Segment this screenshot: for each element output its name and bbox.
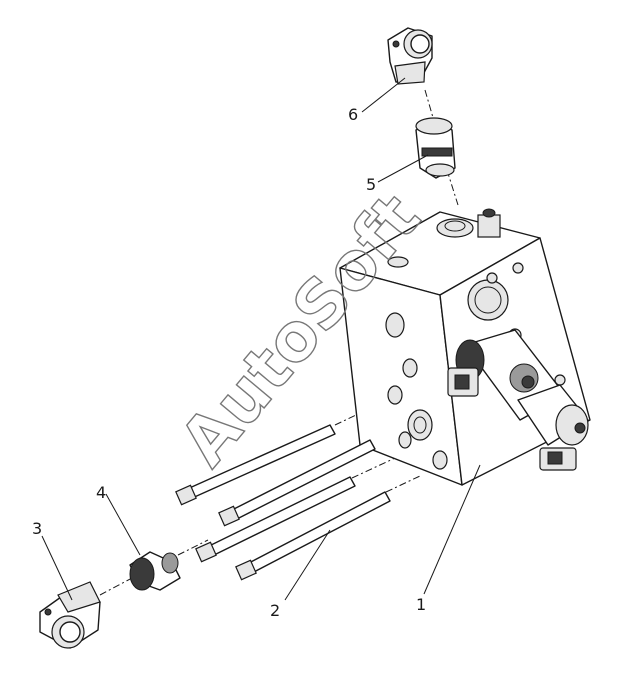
callout-1: 1 [416,595,426,614]
long-bolts [175,424,391,581]
callout-4: 4 [96,483,106,502]
valve-block [339,208,591,486]
bolt-2 [218,439,376,527]
bolt-3 [195,476,356,563]
callout-6: 6 [348,105,358,124]
straight-connector [415,117,456,179]
adapter-nipple [129,551,181,591]
leader-lines [41,77,481,601]
elbow-fitting-lower [39,581,101,649]
bolt-1 [175,424,336,506]
callout-3: 3 [32,519,42,538]
callout-2: 2 [270,601,280,620]
elbow-fitting-upper [387,27,433,85]
callout-5: 5 [366,175,376,194]
callout-labels: 1 2 3 4 5 6 [32,105,426,620]
bolt-4 [235,491,391,581]
